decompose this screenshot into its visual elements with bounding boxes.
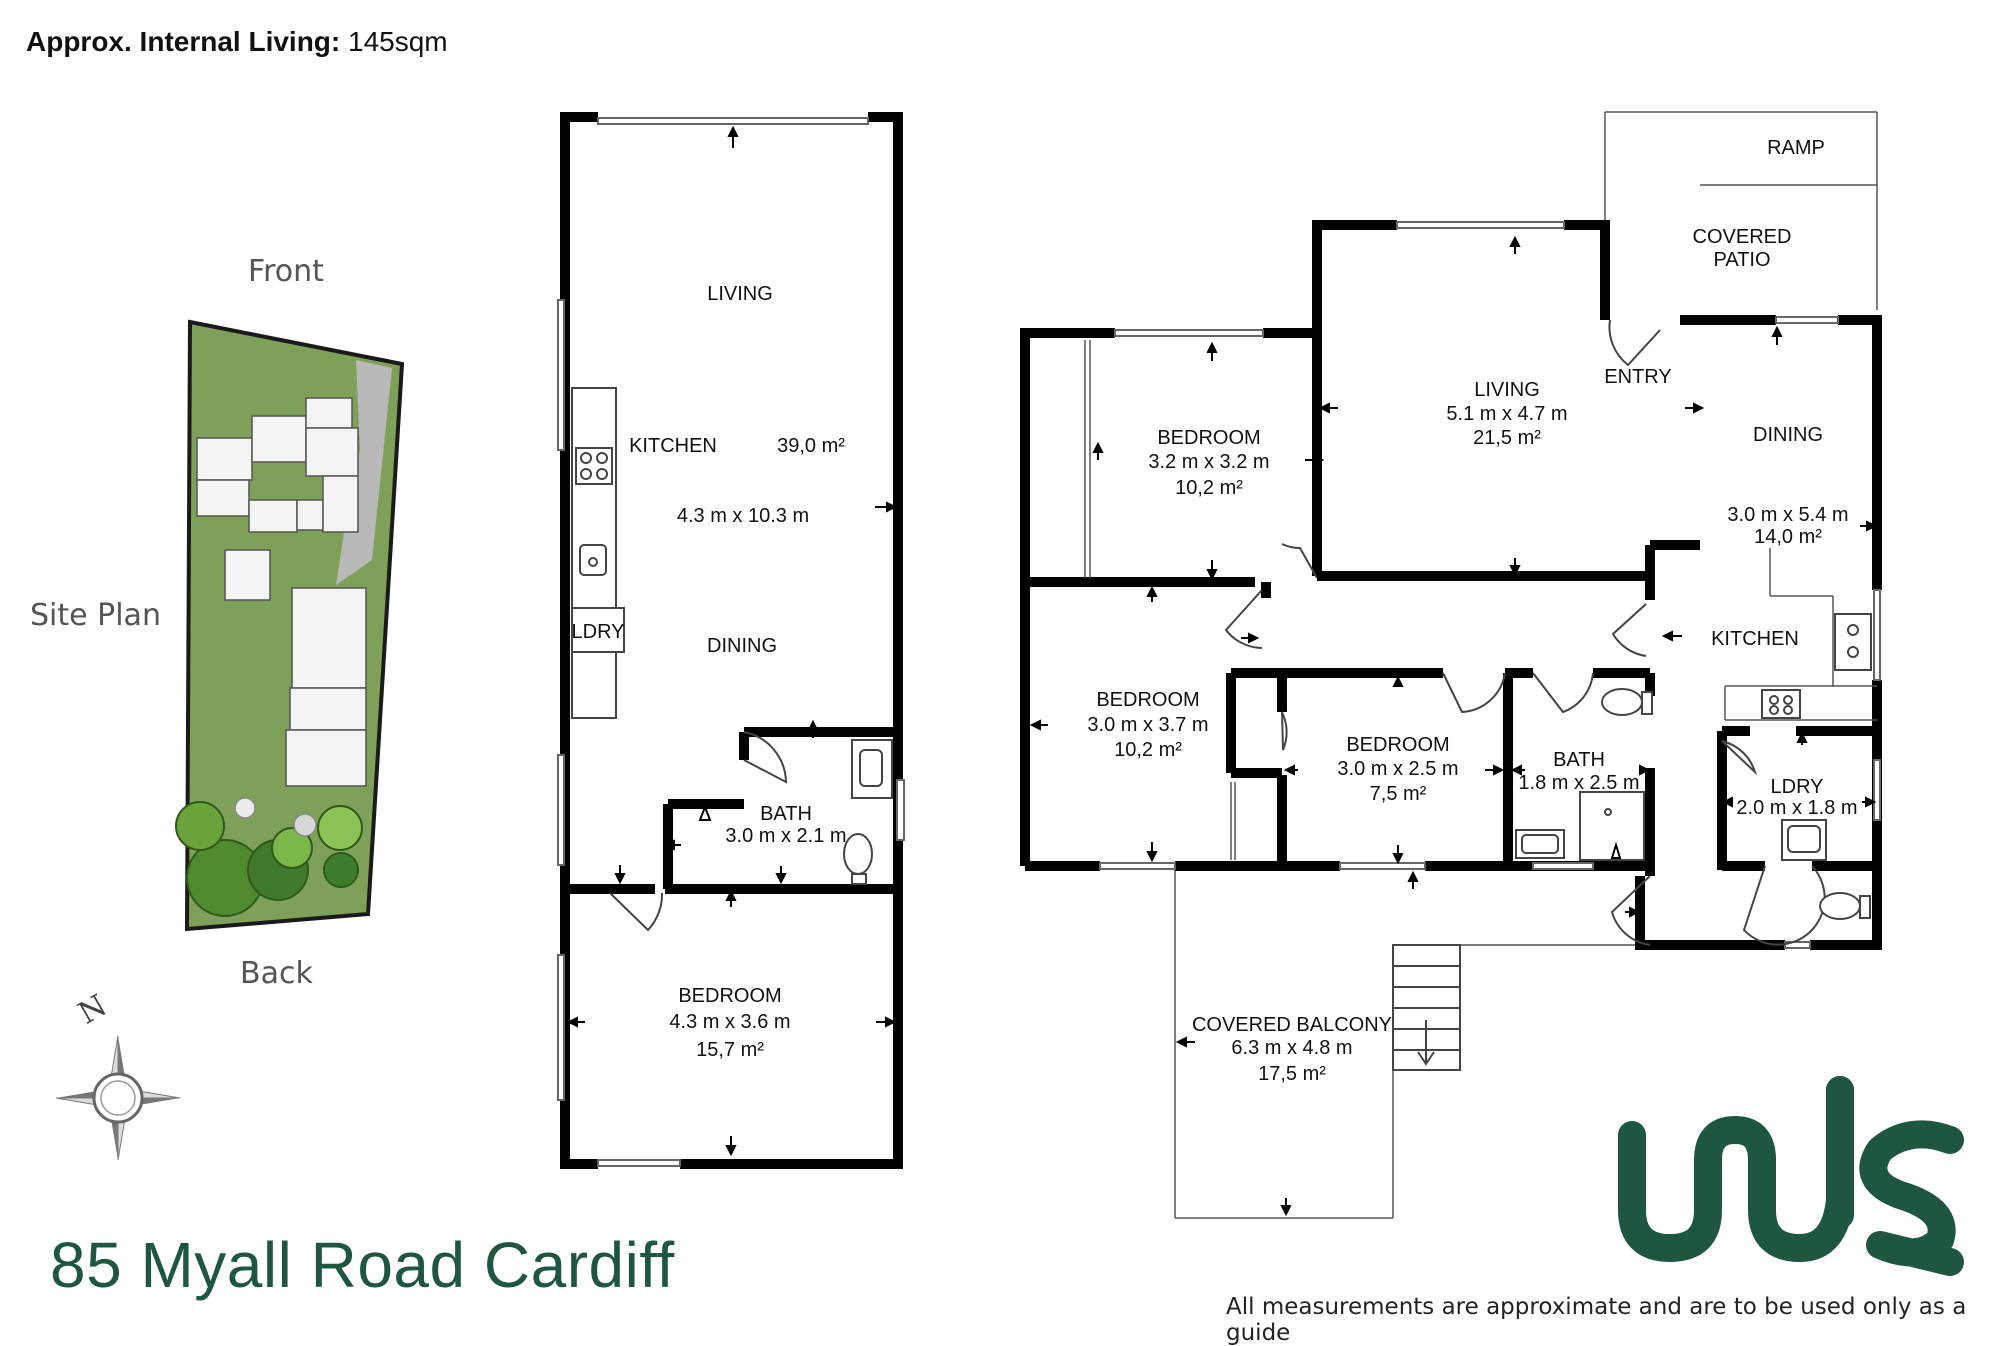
living-dims: 5.1 m x 4.7 m [1446,403,1567,425]
site-front-label: Front [248,254,324,289]
gf-living-label: LIVING [707,283,773,305]
gf-bath-fixtures [843,739,893,885]
gf-bath-dims: 3.0 m x 2.1 m [725,825,846,847]
wls-logo [1618,1076,1964,1276]
kitchen-label: KITCHEN [1711,628,1799,650]
gf-ldry-label: LDRY [572,621,625,643]
house-doors [1224,319,1826,946]
entry-label: ENTRY [1604,366,1671,388]
gf-bedroom-label: BEDROOM [678,985,781,1007]
bed2-label: BEDROOM [1096,689,1199,711]
site-back-label: Back [240,956,313,991]
main-house: RAMP COVERED PATIO ENTRY LIVING 5.1 m x … [1020,111,1882,1219]
dining-dims: 3.0 m x 5.4 m [1727,504,1848,526]
balcony-area: 17,5 m² [1258,1063,1326,1085]
bed3-label: BEDROOM [1346,734,1449,756]
gf-bedroom-area: 15,7 m² [696,1039,764,1061]
gf-kitchen-bench [571,387,625,719]
bed1-area: 10,2 m² [1175,477,1243,499]
internal-living-label: Approx. Internal Living: [26,26,341,57]
dining-area: 14,0 m² [1754,526,1822,548]
gf-dining-label: DINING [707,635,777,657]
gf-dims-label: 4.3 m x 10.3 m [677,505,809,527]
site-plan-label: Site Plan [30,598,161,633]
gf-doors [609,731,788,932]
granny-flat: LIVING KITCHEN 39,0 m² 4.3 m x 10.3 m DI… [557,112,905,1169]
property-address: 85 Myall Road Cardiff [50,1229,675,1301]
mini-house [196,397,367,787]
living-label: LIVING [1474,379,1540,401]
wls-logo-text: wls [0,0,2,1]
ldry-dims: 2.0 m x 1.8 m [1736,797,1857,819]
gf-bath-label: BATH [760,803,812,825]
internal-living-header: Approx. Internal Living: 145sqm [26,26,448,58]
patio-label-2: PATIO [1713,249,1770,271]
balcony-dims: 6.3 m x 4.8 m [1231,1037,1352,1059]
ramp-label: RAMP [1767,137,1825,159]
bed3-dims: 3.0 m x 2.5 m [1337,758,1458,780]
bed2-area: 10,2 m² [1114,739,1182,761]
compass-rose [55,1035,181,1161]
patio-label-1: COVERED [1693,226,1792,248]
bed3-area: 7,5 m² [1370,783,1427,805]
gf-bedroom-dims: 4.3 m x 3.6 m [669,1011,790,1033]
balcony-label: COVERED BALCONY [1192,1014,1392,1036]
internal-living-value: 145sqm [348,26,448,57]
bath-label: BATH [1553,749,1605,771]
dining-label: DINING [1753,424,1823,446]
gf-area-label: 39,0 m² [777,435,845,457]
gf-kitchen-label: KITCHEN [629,435,717,457]
site-trees [175,797,363,917]
living-area: 21,5 m² [1473,427,1541,449]
bed1-dims: 3.2 m x 3.2 m [1148,451,1269,473]
measurement-disclaimer: All measurements are approximate and are… [1226,1294,1967,1346]
bed1-label: BEDROOM [1157,427,1260,449]
bath-dims: 1.8 m x 2.5 m [1518,772,1639,794]
balcony-stairs [1392,944,1461,1071]
compass-north-label: N [73,988,113,1031]
ldry-label: LDRY [1771,776,1824,798]
site-plan [175,319,405,932]
bed2-dims: 3.0 m x 3.7 m [1087,714,1208,736]
house-fixtures [1515,613,1872,920]
